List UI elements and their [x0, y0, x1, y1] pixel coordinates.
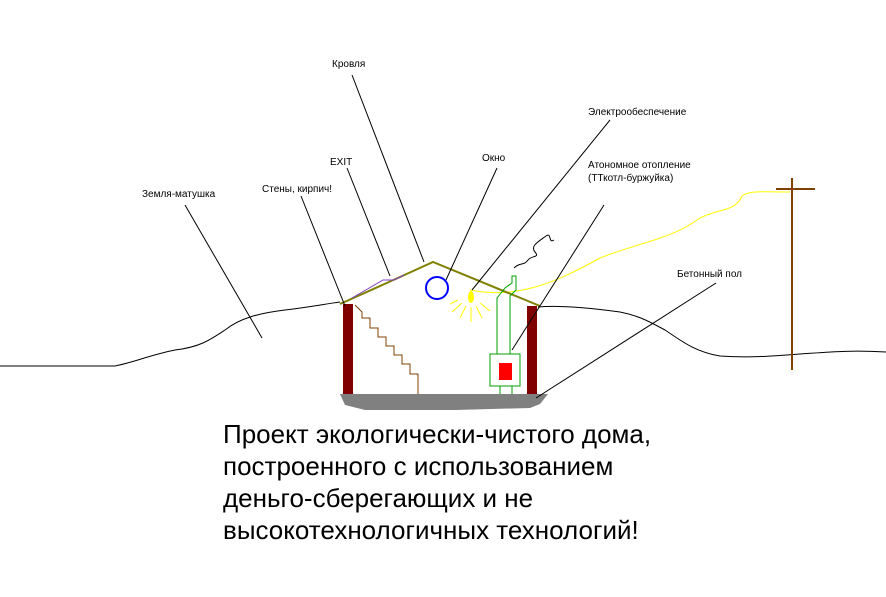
label-heating-line2: (ТТкотл-буржуйка): [588, 173, 674, 184]
caption-line: Проект экологически-чистого дома,: [223, 419, 652, 449]
stairs: [354, 304, 419, 394]
label-walls: Стены, кирпич!: [262, 184, 333, 195]
caption-line: высокотехнологичных технологий!: [223, 515, 639, 545]
label-exit: EXIT: [330, 157, 353, 168]
pointer-window: [445, 167, 498, 281]
right-wall: [527, 306, 537, 394]
label-roof: Кровля: [332, 59, 366, 70]
pointer-roof: [351, 74, 425, 263]
project-caption: Проект экологически-чистого дома, постро…: [223, 418, 863, 546]
stove-fire: [499, 363, 512, 380]
label-heating-line1: Атономное отопление: [588, 160, 691, 171]
caption-line: построенного с использованием: [223, 451, 614, 481]
ground-line: [0, 301, 886, 367]
lamp-bulb: [468, 291, 474, 303]
caption-line: деньго-сберегающих и не: [223, 483, 534, 513]
pointer-power: [471, 119, 611, 291]
label-earth: Земля-матушка: [142, 189, 216, 200]
pointer-floor: [535, 282, 717, 399]
pointer-exit: [346, 167, 391, 277]
smoke: [513, 234, 555, 269]
pointer-walls: [300, 195, 346, 307]
lamp-rays: [449, 299, 491, 322]
left-wall: [343, 304, 353, 394]
exit-hatch: [351, 274, 405, 299]
label-window: Окно: [482, 153, 506, 164]
label-power: Электрообеспечение: [588, 107, 687, 118]
concrete-floor: [340, 394, 548, 410]
pointer-lines: [184, 74, 717, 399]
stove-pipe: [496, 275, 517, 354]
label-floor: Бетонный пол: [677, 269, 743, 280]
roof: [339, 260, 541, 307]
power-wire: [469, 191, 791, 294]
pointer-heating: [511, 204, 605, 351]
window-circle: [425, 276, 449, 300]
stove: [489, 234, 555, 395]
pointer-earth: [184, 204, 263, 339]
